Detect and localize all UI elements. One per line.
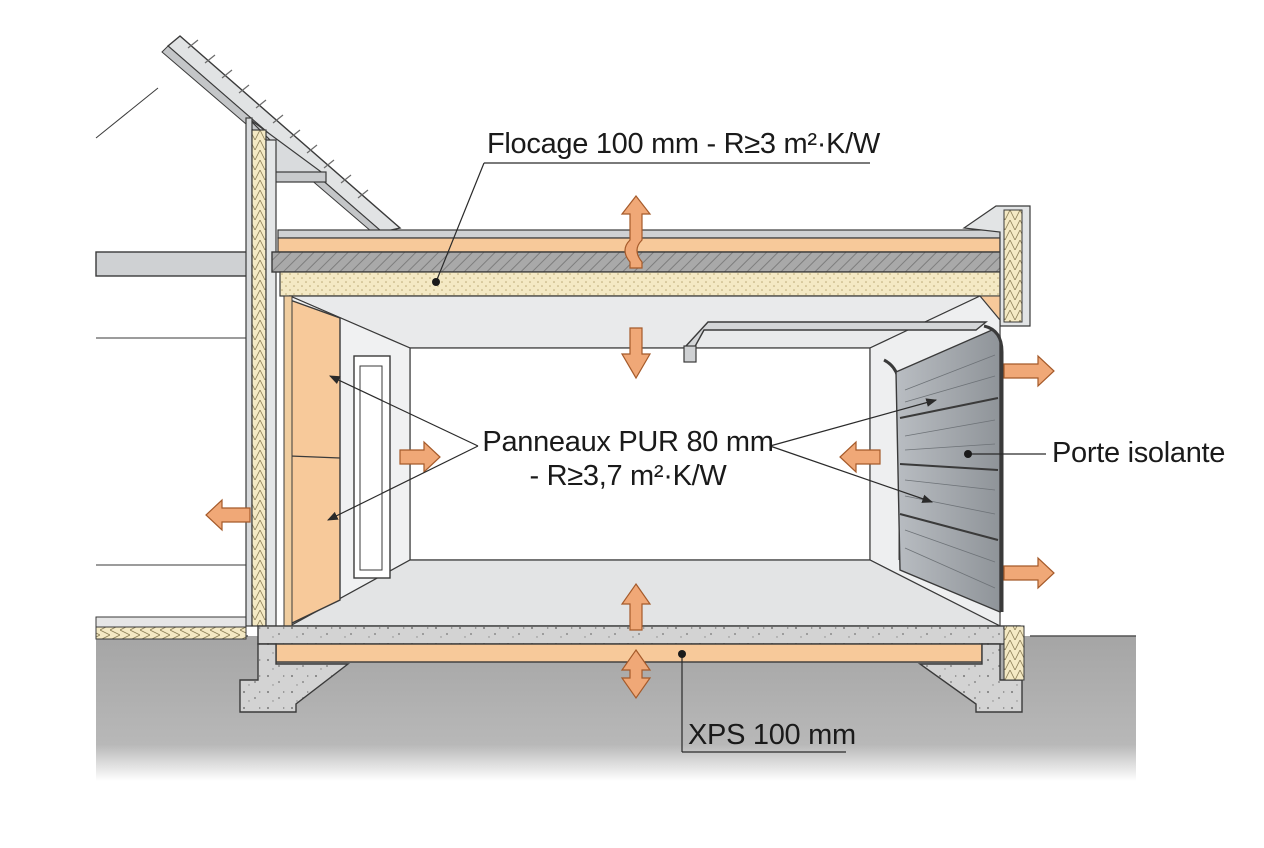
vertical-arrow-icon (620, 195, 652, 269)
house-wall (245, 117, 277, 627)
vertical-arrows (620, 195, 652, 700)
callout-dot-icon (964, 450, 972, 458)
vertical-arrow-icon (620, 648, 652, 700)
vertical-arrow-icon (620, 327, 652, 380)
vertical-arrow-icon (620, 582, 652, 631)
heat-loss-arrow-icon (205, 498, 251, 532)
flocage-layer (279, 271, 1001, 297)
insulated-door-label: Porte isolante (1052, 437, 1226, 469)
foundation (239, 625, 1025, 713)
pur-panels (283, 295, 341, 627)
pitched-roof (161, 35, 402, 233)
heat-loss-arrows (205, 354, 1055, 590)
pur-panels-label: Panneaux PUR 80 mm - R≥3,7 m²·K/W (440, 425, 816, 493)
callout-dot-icon (678, 650, 686, 658)
sectional-door (683, 321, 1004, 614)
pur-panels-label-line1: Panneaux PUR 80 mm (482, 426, 774, 458)
flocage-label: Flocage 100 mm - R≥3 m²·K/W (487, 128, 880, 160)
heat-loss-arrow-icon (1003, 354, 1055, 388)
xps-label: XPS 100 mm (688, 719, 856, 751)
adjacent-house (95, 87, 267, 640)
heat-loss-arrow-icon (1003, 556, 1055, 590)
pur-panels-label-line2: - R≥3,7 m²·K/W (529, 460, 727, 492)
callout-dots (432, 278, 972, 658)
callout-dot-icon (432, 278, 440, 286)
callout-lines (327, 162, 1046, 753)
heat-loss-arrow-icon (839, 440, 881, 474)
heat-loss-arrow-icon (399, 440, 441, 474)
